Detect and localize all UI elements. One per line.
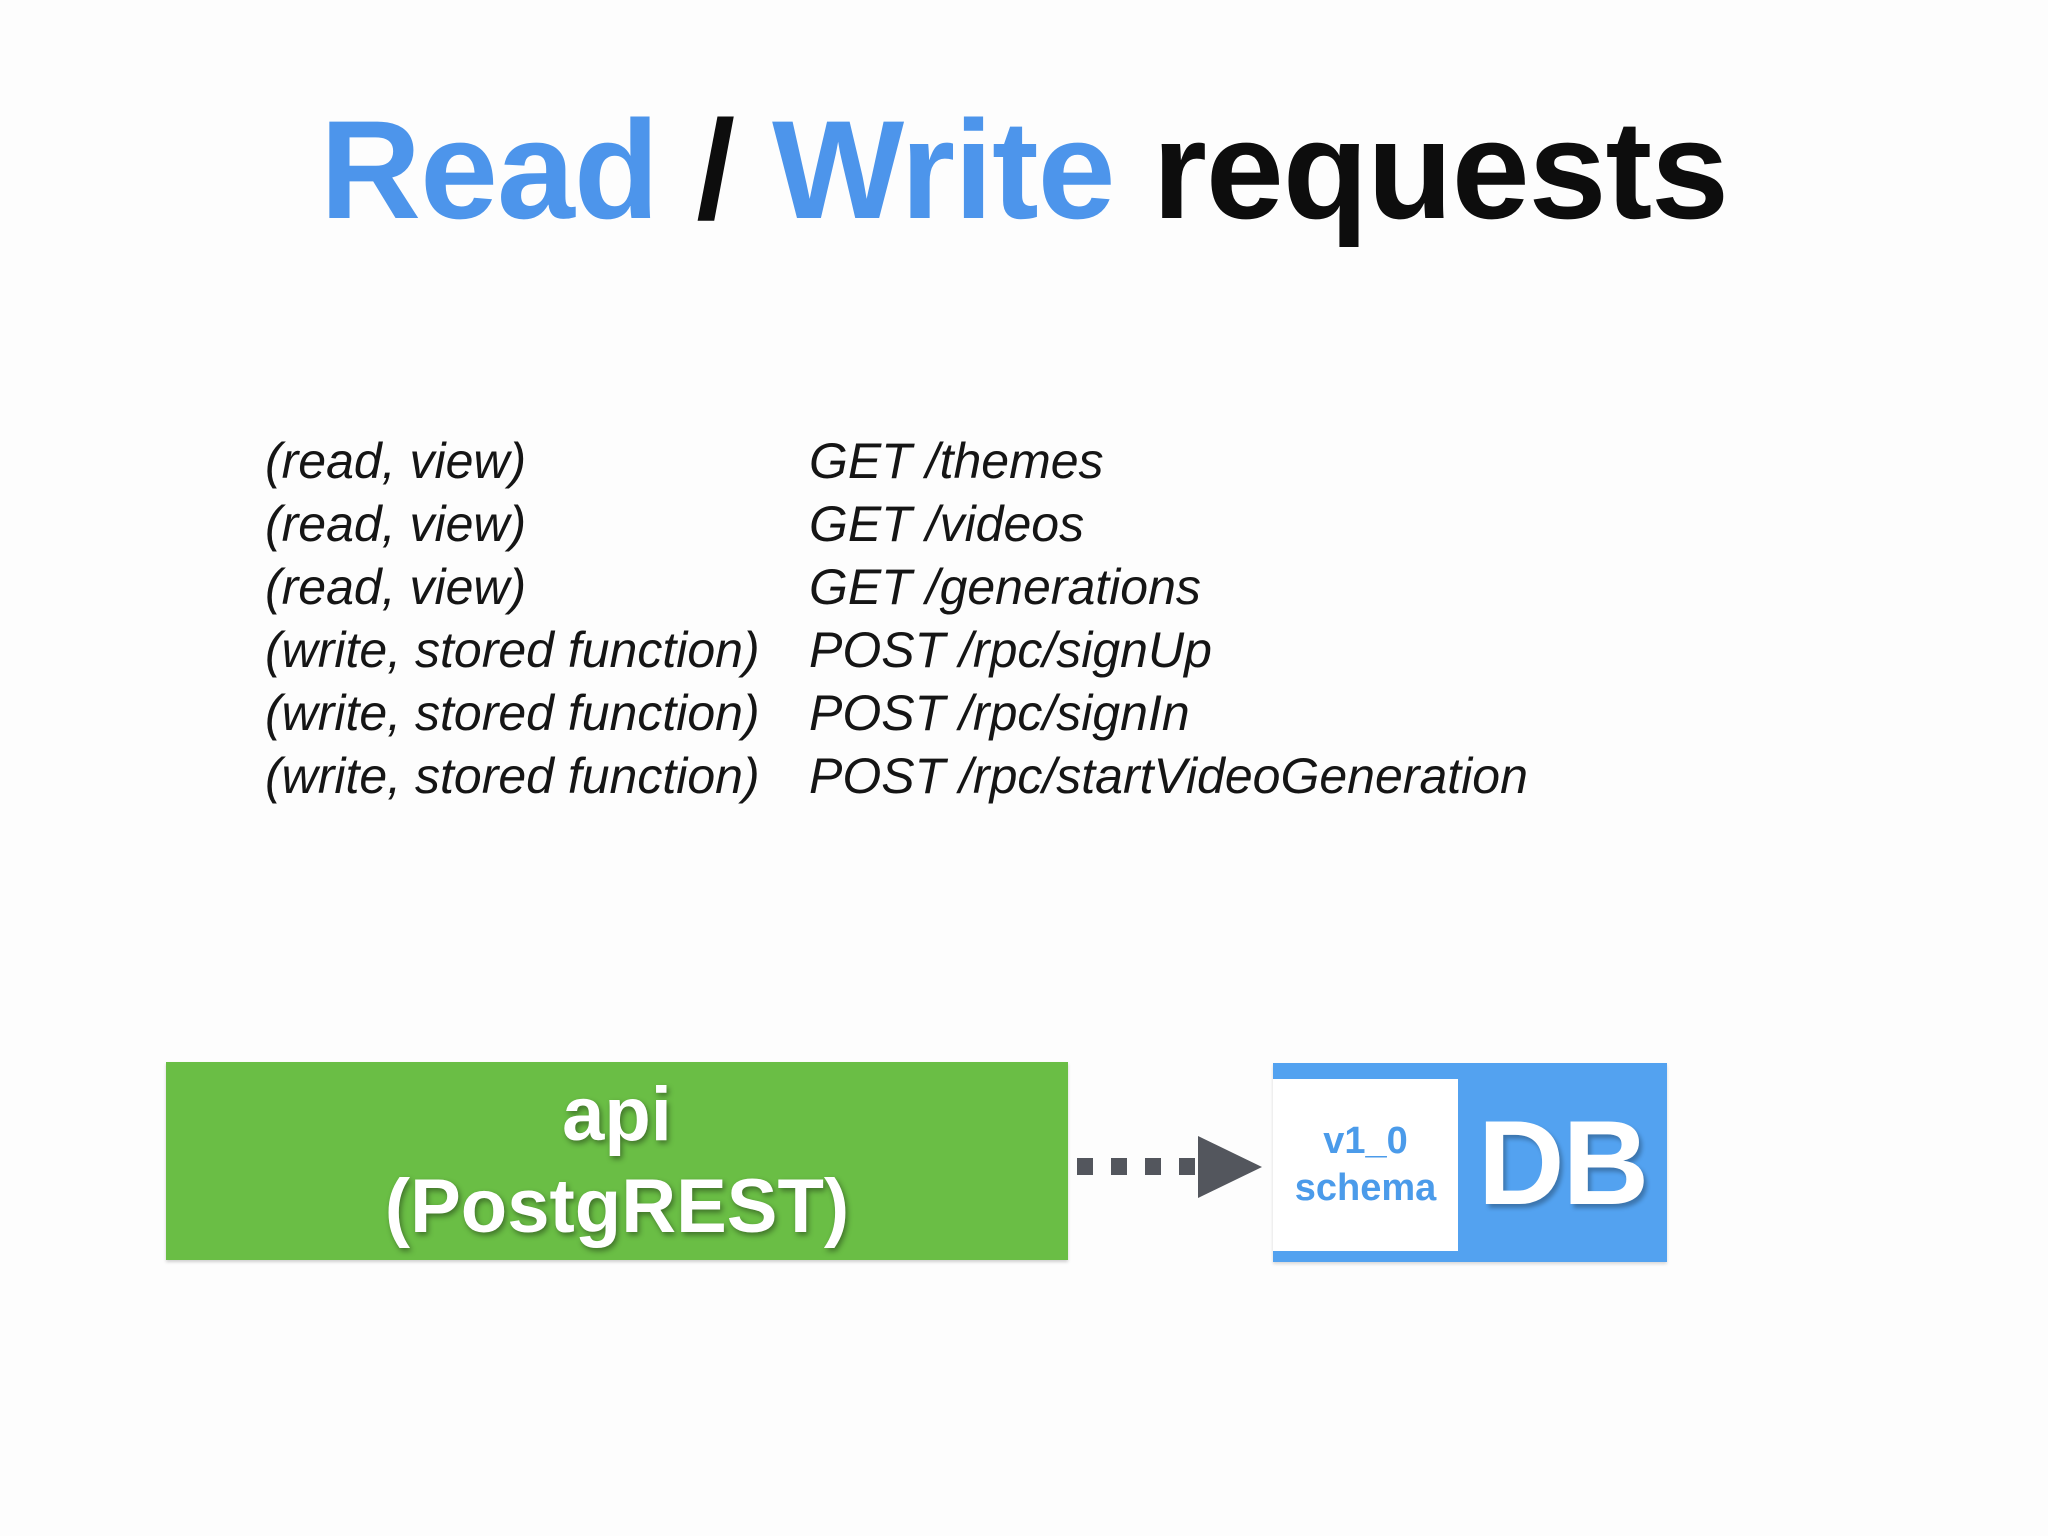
db-label: DB [1477,1095,1649,1230]
request-endpoint: POST /rpc/startVideoGeneration [809,748,1528,804]
request-endpoint: POST /rpc/signIn [809,685,1190,741]
request-row: (read, view) GET /themes [265,430,1528,493]
request-kind: (write, stored function) [265,685,760,741]
title-write-word: Write [772,91,1115,248]
title-suffix: requests [1114,91,1729,248]
schema-box: v1_0 schema [1273,1079,1458,1251]
request-kind: (read, view) [265,559,527,615]
request-kind: (read, view) [265,496,527,552]
page-title: Read / Write requests [0,100,2048,240]
request-endpoint: GET /themes [809,433,1104,489]
title-separator: / [658,91,773,248]
request-row: (write, stored function) POST /rpc/signU… [265,619,1528,682]
arrow-dash [1077,1158,1093,1175]
request-row: (write, stored function) POST /rpc/signI… [265,682,1528,745]
request-endpoint: GET /videos [809,496,1085,552]
api-box-line1: api [562,1072,672,1157]
api-box-line2: (PostgREST) [384,1164,850,1249]
request-kind: (read, view) [265,433,527,489]
arrow-head-icon [1198,1136,1262,1198]
api-postgrest-box: api (PostgREST) [166,1062,1068,1260]
request-row: (read, view) GET /generations [265,556,1528,619]
arrow-dash [1145,1158,1161,1175]
schema-version-label: v1_0 [1323,1120,1408,1162]
arrow-dash [1179,1158,1195,1175]
request-endpoint: GET /generations [809,559,1201,615]
dashed-arrow-line [1077,1158,1195,1175]
arrow-dash [1111,1158,1127,1175]
request-kind: (write, stored function) [265,622,760,678]
request-kind: (write, stored function) [265,748,760,804]
title-read-word: Read [319,91,659,248]
request-row: (write, stored function) POST /rpc/start… [265,745,1528,808]
schema-word-label: schema [1294,1167,1437,1209]
request-row: (read, view) GET /videos [265,493,1528,556]
db-box: v1_0 schema DB [1273,1063,1667,1262]
request-list: (read, view) GET /themes (read, view) GE… [265,430,1528,808]
request-endpoint: POST /rpc/signUp [809,622,1212,678]
